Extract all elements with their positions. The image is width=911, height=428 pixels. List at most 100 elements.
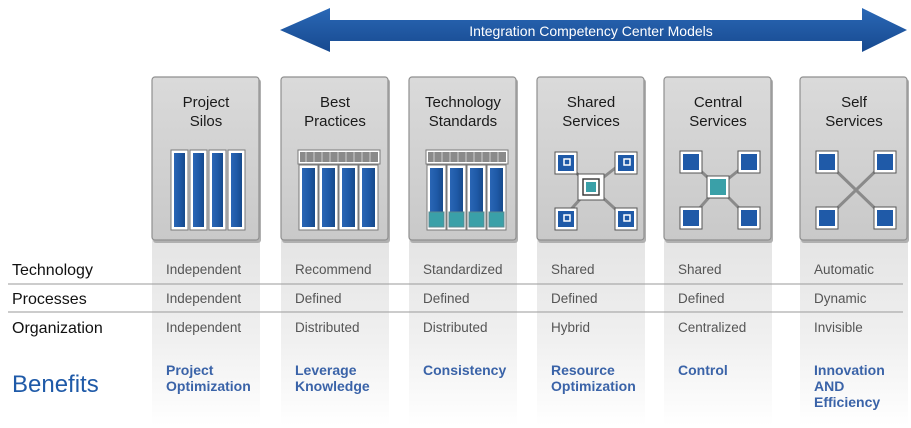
cap-fill	[428, 152, 506, 162]
cell-value: Distributed	[295, 320, 360, 335]
benefit-cells: ProjectOptimizationLeverageKnowledgeCons…	[166, 362, 885, 410]
stage-title-line: Practices	[304, 113, 366, 130]
cell-value: Defined	[295, 291, 342, 306]
row-label-organization: Organization	[12, 320, 103, 337]
card-frame	[536, 76, 645, 241]
matrix-cells: Independent Recommend Standardized Shared Sh…	[166, 262, 874, 335]
cell-value: Centralized	[678, 320, 746, 335]
column-background	[800, 236, 908, 426]
column-backgrounds	[152, 236, 908, 426]
node-mark	[623, 158, 631, 166]
card-frame	[799, 76, 908, 241]
row-label-processes: Processes	[12, 291, 87, 308]
node-square	[683, 210, 699, 226]
shared-hub-icon	[554, 151, 638, 231]
node-square	[741, 210, 757, 226]
std-cell	[448, 211, 465, 228]
stage-title-line: Self	[841, 94, 868, 111]
stage-title-line: Services	[825, 113, 883, 130]
bar-fill	[342, 168, 355, 227]
benefit-line: Optimization	[551, 378, 636, 394]
cell-value: Standardized	[423, 262, 503, 277]
stage-title-line: Standards	[429, 113, 497, 130]
bar-fill	[322, 168, 335, 227]
node-square	[558, 211, 574, 227]
cell-value: Distributed	[423, 320, 488, 335]
bar-fill	[193, 153, 204, 227]
node-mark	[563, 214, 571, 222]
bar-fill	[212, 153, 223, 227]
stage-title-line: Services	[689, 113, 747, 130]
bar-fill	[302, 168, 315, 227]
stage-title-line: Technology	[425, 94, 501, 111]
cell-value: Defined	[551, 291, 598, 306]
benefit-line: Resource	[551, 362, 615, 378]
stage-title-line: Shared	[567, 94, 615, 111]
practices-bars-icon	[297, 149, 381, 231]
card-frame	[663, 76, 772, 241]
cell-value: Hybrid	[551, 320, 590, 335]
cell-value: Independent	[166, 291, 241, 306]
bar-fill	[362, 168, 375, 227]
standards-bars-icon	[425, 149, 509, 231]
benefit-line: Knowledge	[295, 378, 370, 394]
cell-value: Invisible	[814, 320, 863, 335]
benefit-line: Innovation	[814, 362, 885, 378]
node-mark	[623, 214, 631, 222]
benefit-line: Project	[166, 362, 214, 378]
stage-title-line: Silos	[190, 113, 223, 130]
node-square	[819, 210, 835, 226]
cell-value: Defined	[423, 291, 470, 306]
column-background	[537, 236, 645, 426]
stage-panels: ProjectSilosBestPracticesTechnologyStand…	[151, 76, 909, 243]
column-background	[281, 236, 389, 426]
benefit-line: Optimization	[166, 378, 251, 394]
cell-value: Independent	[166, 262, 241, 277]
column-background	[664, 236, 772, 426]
bar-fill	[174, 153, 185, 227]
column-background	[409, 236, 517, 426]
hub-core	[586, 182, 596, 192]
benefit-line: Control	[678, 362, 728, 378]
node-square	[877, 154, 893, 170]
models-banner: Integration Competency Center Models	[280, 8, 907, 52]
std-cell	[428, 211, 445, 228]
row-labels: Technology Processes Organization Benefi…	[12, 262, 103, 398]
cell-value: Dynamic	[814, 291, 867, 306]
stage-title-line: Project	[183, 94, 231, 111]
cell-value: Shared	[678, 262, 722, 277]
cell-value: Independent	[166, 320, 241, 335]
stage-title-line: Best	[320, 94, 351, 111]
benefits-label: Benefits	[12, 371, 99, 398]
self-mesh-icon	[815, 150, 897, 230]
benefit-line: Leverage	[295, 362, 357, 378]
stage-title-line: Central	[694, 94, 742, 111]
node-square	[618, 211, 634, 227]
node-mark	[563, 158, 571, 166]
cell-value: Defined	[678, 291, 725, 306]
cell-value: Automatic	[814, 262, 874, 277]
node-square	[877, 210, 893, 226]
std-cell	[468, 211, 485, 228]
node-square	[819, 154, 835, 170]
silo-bars-icon	[170, 149, 246, 231]
cap-fill	[300, 152, 378, 162]
node-square	[683, 154, 699, 170]
std-cell	[488, 211, 505, 228]
bar-fill	[231, 153, 242, 227]
row-label-technology: Technology	[12, 262, 93, 279]
benefit-line: Efficiency	[814, 394, 880, 410]
benefit-line: AND	[814, 378, 844, 394]
cell-value: Recommend	[295, 262, 372, 277]
hub-square	[710, 179, 726, 195]
cell-value: Shared	[551, 262, 595, 277]
double-arrow-icon	[280, 8, 907, 52]
central-hub-icon	[679, 150, 761, 230]
node-square	[558, 155, 574, 171]
